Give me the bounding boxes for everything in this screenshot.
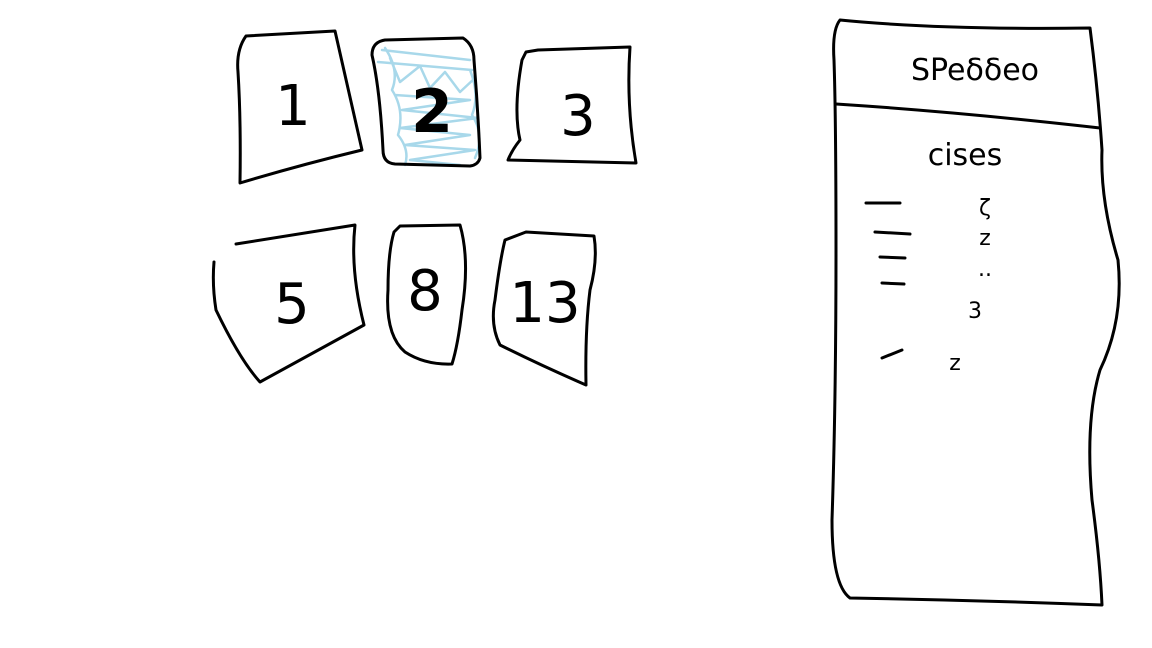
voter-dash <box>880 348 904 360</box>
card-13-label: 13 <box>509 271 580 336</box>
card-13[interactable]: 13 <box>491 230 597 387</box>
vote-value: z <box>949 351 961 376</box>
vote-value: 3 <box>968 299 982 324</box>
card-3[interactable]: 3 <box>506 45 638 165</box>
vote-row: z <box>873 226 991 251</box>
voter-dash <box>878 255 907 260</box>
results-panel: SPeδδeo cises ζ z .. 3 z <box>830 18 1121 607</box>
voter-dash <box>873 230 912 236</box>
card-2-selected[interactable]: 2 <box>370 36 482 168</box>
voter-dash <box>880 281 906 286</box>
card-5[interactable]: 5 <box>211 223 366 384</box>
panel-subtitle: cises <box>928 138 1003 173</box>
selection-scribble <box>376 46 481 167</box>
vote-row: 3 <box>880 281 982 324</box>
card-5-label: 5 <box>274 272 310 337</box>
card-1-label: 1 <box>275 74 311 139</box>
card-8[interactable]: 8 <box>386 223 468 366</box>
panel-title: SPeδδeo <box>911 53 1039 88</box>
vote-value: z <box>979 226 991 251</box>
card-3-label: 3 <box>560 84 596 149</box>
vote-value: ζ <box>979 196 991 221</box>
card-1[interactable]: 1 <box>236 29 364 185</box>
vote-row: z <box>880 348 961 376</box>
card-2-label: 2 <box>411 77 453 147</box>
vote-row: .. <box>878 255 992 282</box>
panel-header-divider <box>834 102 1102 130</box>
vote-value: .. <box>978 257 992 282</box>
card-8-label: 8 <box>407 259 443 324</box>
vote-row: ζ <box>864 196 991 221</box>
